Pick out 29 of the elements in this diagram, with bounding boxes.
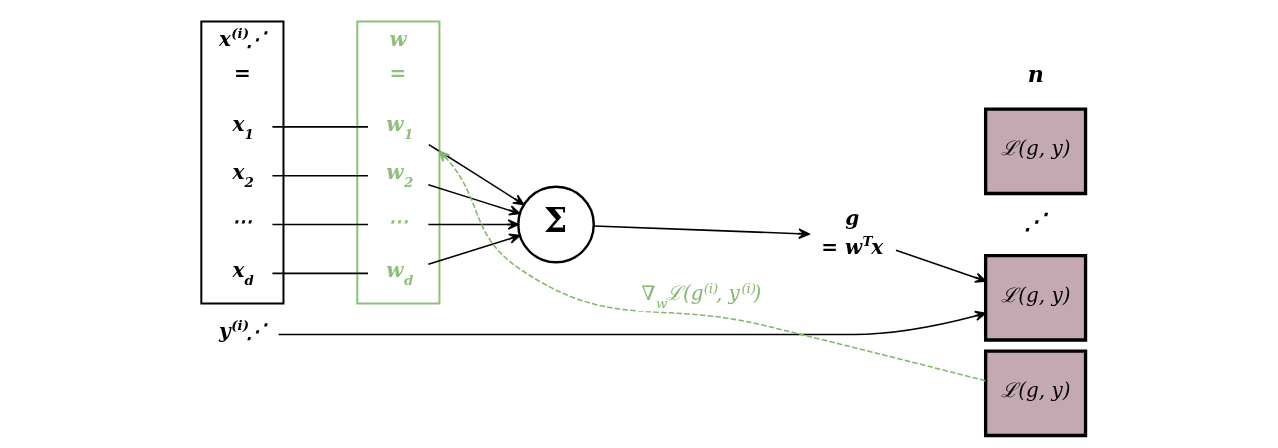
edge-label: ∇$_{w}$ℒ(g$^{(i)}$, y$^{(i)}$)	[641, 280, 762, 311]
node-text: w$_{d}$	[386, 258, 414, 289]
arrow	[438, 150, 987, 382]
arrow	[593, 225, 810, 239]
arrow	[895, 249, 987, 283]
node-circle: Σ	[517, 185, 595, 264]
connector	[271, 223, 369, 226]
node-box: ℒ(g, y)	[984, 349, 1088, 438]
node-text: ⋯	[388, 209, 409, 234]
arrow	[427, 184, 521, 216]
node-text: ⋯	[232, 209, 253, 234]
node-text: w$_{2}$	[386, 160, 414, 191]
arrow	[427, 233, 521, 266]
node-box: ℒ(g, y)	[984, 253, 1088, 342]
node-text: y$^{(i)}$⋰	[219, 317, 266, 344]
node-text: x$_{d}$	[232, 258, 254, 289]
node-text: x$_{1}$	[232, 111, 254, 142]
label: n	[1027, 61, 1044, 88]
arrow	[427, 219, 519, 230]
node-text: g = w$^{T}$x	[821, 206, 884, 259]
connector	[271, 126, 369, 128]
arrow	[277, 310, 987, 336]
connector	[271, 272, 369, 275]
node-text: w$_{1}$	[386, 111, 414, 142]
node-box: ℒ(g, y)	[984, 107, 1088, 196]
node-text: x$_{2}$	[232, 160, 254, 191]
arrow	[428, 143, 525, 206]
label: ⋰	[1024, 208, 1047, 234]
connector	[271, 174, 369, 177]
